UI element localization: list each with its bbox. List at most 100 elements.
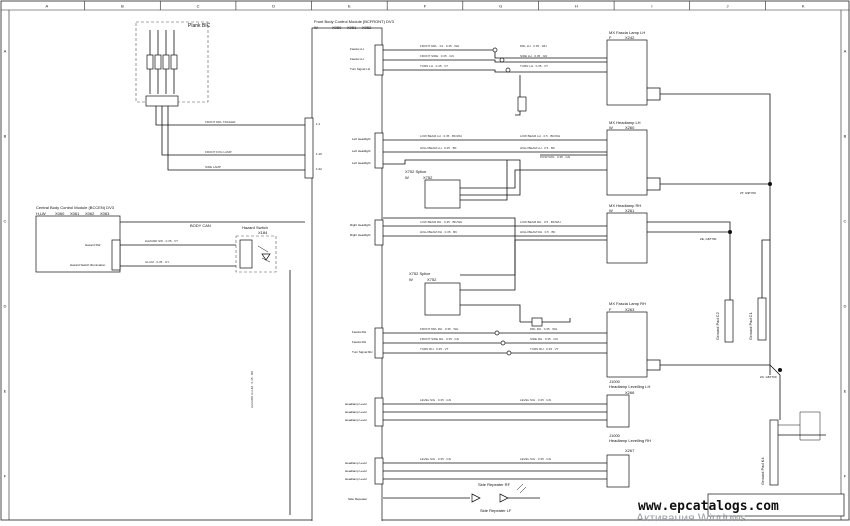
svg-text:DRL RH · 0.35 · WH: DRL RH · 0.35 · WH [530,327,557,331]
svg-text:ILLUM · 0.35 · GY: ILLUM · 0.35 · GY [145,260,169,264]
grid-col-label: I [651,4,652,9]
svg-text:Fascia RH: Fascia RH [352,330,366,334]
fascia-lh-conn: X242 [625,35,635,40]
svg-text:Side Repeater RF: Side Repeater RF [478,482,511,487]
svg-text:Side Repeater LF: Side Repeater LF [480,508,512,513]
ground-pad-c2: Ground Pad C2 [715,299,734,343]
grid-row-label: E [844,389,847,394]
svg-text:HAZARD SW · 0.35 · VT: HAZARD SW · 0.35 · VT [145,239,178,243]
splice-a-title: X752 Splice [405,169,427,174]
grid-col-label: B [121,4,124,9]
fuse-group [145,30,179,107]
fascia-lh-sub: F [609,35,612,40]
grid-row-label: F [4,474,7,479]
splice-b-sub: W [409,277,413,282]
grid-row-label: B [844,134,847,139]
svg-text:LOW BEAM RH · 0.5 · BK/WH: LOW BEAM RH · 0.5 · BK/WH [520,220,561,224]
cbcm-title: Central Body Control Module (BCCEN) DV3 [36,205,115,210]
svg-text:SIDE LAMP: SIDE LAMP [205,165,221,169]
fascia-lh-wires: FRONT DRL · F2 · 0.35 · WH FRONT SIDE · … [383,44,607,116]
svg-text:Turn Signal LH: Turn Signal LH [350,67,370,71]
grid-row-label: A [4,49,7,54]
svg-text:HIGH BEAM RH · 0.5 · BK: HIGH BEAM RH · 0.5 · BK [520,230,556,234]
grid-row-label: D [844,304,847,309]
svg-text:Left Headlight: Left Headlight [352,161,371,165]
grid-row-label: F [844,474,847,479]
fascia-rh-conn: X263 [625,307,635,312]
svg-text:FRONT SIDE RH · 0.35 · GN: FRONT SIDE RH · 0.35 · GN [420,337,459,341]
svg-text:FRONT DRL · F2 · 0.35 · WH: FRONT DRL · F2 · 0.35 · WH [420,44,459,48]
leveling-rh-box [606,454,630,488]
grid-row-label: B [4,134,7,139]
headlamp-rh-wires: LOW BEAM RH · 0.35 · BK/WH HIGH BEAM RH … [383,217,607,276]
headlamp-lh-conn: X260 [625,125,635,130]
svg-text:LEVEL SIG · 0.35 · GN: LEVEL SIG · 0.35 · GN [520,457,551,461]
svg-text:FRONT FOG LAMP: FRONT FOG LAMP [205,150,232,154]
svg-text:LEVEL SIG · 0.35 · GN: LEVEL SIG · 0.35 · GN [420,398,451,402]
leveling-lh-box [606,394,630,428]
headlamp-rh-box [606,212,648,264]
hazard-conn: X184 [258,230,268,235]
grid-col-label: H [575,4,578,9]
cbcm-conn-3: X062 [85,211,95,216]
svg-text:1:1: 1:1 [316,122,321,126]
grid-col-label: D [272,4,275,9]
body-can-label: BODY CAN [190,223,211,228]
cbcm-conn-1: X060 [55,211,65,216]
svg-text:FRONT DRL RH · 0.35 · WH: FRONT DRL RH · 0.35 · WH [420,327,458,331]
watermark-site: www.epcatalogs.com [638,499,779,514]
svg-text:Headlamp Level: Headlamp Level [345,410,367,414]
leveling-rh-wires: LEVEL SIG · 0.35 · GN LEVEL SIG · 0.35 ·… [383,457,607,480]
headlamp-rh-title: MX Headlamp RH [609,203,641,208]
svg-text:LEVEL SIG · 0.35 · GN: LEVEL SIG · 0.35 · GN [420,457,451,461]
svg-text:SIDE LH · 0.35 · GN: SIDE LH · 0.35 · GN [520,54,547,58]
grid-col-label: K [802,4,805,9]
leveling-rh-conn: X267 [625,448,635,453]
svg-text:HIGH BEAM RH · 0.35 · BK: HIGH BEAM RH · 0.35 · BK [420,230,457,234]
fascia-lh-title: MX Fascia Lamp LH [609,30,645,35]
svg-text:Ground Pad K4: Ground Pad K4 [760,457,765,485]
svg-text:Right Headlight: Right Headlight [350,233,371,237]
fascia-rh-title: MX Fascia Lamp RH [609,301,646,306]
splice-a-sub: W [405,175,409,180]
svg-text:Right Headlight: Right Headlight [350,223,371,227]
gp-lh-label: ZT, G$T700 [740,191,756,195]
svg-text:TURN LH · 0.35 · VT: TURN LH · 0.35 · VT [420,64,448,68]
fascia-lh-box [606,39,648,106]
grid-col-label: A [45,4,48,9]
grid-row-label: E [4,389,7,394]
splice-a-conn: X752 [423,175,433,180]
svg-text:HAZARD ILLUM · 0.35 · BK: HAZARD ILLUM · 0.35 · BK [250,371,254,408]
svg-text:TURN RH · 0.35 · VT: TURN RH · 0.35 · VT [530,347,559,351]
headlamp-rh-sub: W [609,208,613,213]
svg-text:LOW BEAM LH · 0.35 · BK/WH: LOW BEAM LH · 0.35 · BK/WH [420,134,462,138]
fbcm-conn-1: X050 [332,25,342,30]
fascia-rh-box [606,311,648,378]
leveling-lh-title: Headlamp Levelling LH [609,384,650,389]
fascia-rh-sub: F [609,307,612,312]
ground-pad-k4: Ground Pad K4 [760,411,826,486]
fbcm-conn-3: X052 [362,25,372,30]
svg-text:Left Headlight: Left Headlight [352,149,371,153]
svg-text:TURN RH · 0.35 · VT: TURN RH · 0.35 · VT [420,347,449,351]
grid-row-label: C [844,219,847,224]
svg-text:Headlamp Level: Headlamp Level [345,418,367,422]
svg-text:Hazard Switch Illumination: Hazard Switch Illumination [70,263,106,267]
grid-row-label: D [4,304,7,309]
svg-text:FRONT SIDE · 0.35 · GN: FRONT SIDE · 0.35 · GN [420,54,454,58]
cbcm-conn-4: X063 [100,211,110,216]
headlamp-lh-box [606,129,648,196]
svg-text:1:22: 1:22 [316,167,322,171]
headlamp-lh-title: MX Headlamp LH [609,120,641,125]
watermark-activation: Активация Windows [636,511,747,521]
svg-text:Ground Pad C2: Ground Pad C2 [715,311,720,340]
side-repeaters: Side Repeater RF Side Repeater LF [383,482,540,513]
svg-text:SIDE RH · 0.35 · GN: SIDE RH · 0.35 · GN [530,337,558,341]
headlamp-lh-sub: W [609,125,613,130]
svg-text:Headlamp Level: Headlamp Level [345,402,367,406]
grid-col-label: J [727,4,729,9]
